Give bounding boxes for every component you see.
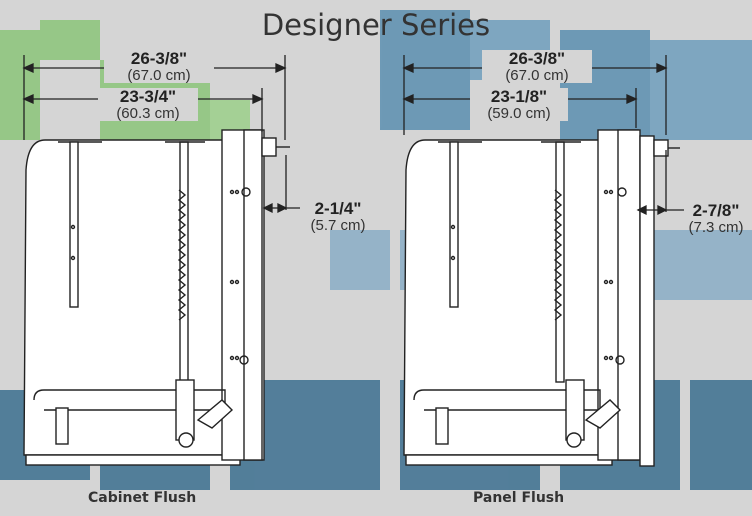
cabinet-flush-caption: Cabinet Flush	[88, 490, 197, 506]
cabinet-body-depth-inches: 23-3/4"	[119, 87, 177, 106]
cabinet-door-offset-inches: 2-1/4"	[314, 199, 362, 218]
panel-overall-depth-cm: (67.0 cm)	[505, 67, 569, 84]
cabinet-body-depth-label: 23-3/4" (60.3 cm)	[98, 88, 198, 121]
cabinet-overall-depth-inches: 26-3/8"	[130, 49, 188, 68]
panel-flush-caption: Panel Flush	[473, 490, 565, 506]
panel-overall-depth-inches: 26-3/8"	[508, 49, 566, 68]
panel-door-offset-label: 2-7/8" (7.3 cm)	[680, 202, 752, 235]
cabinet-flush-drawing	[23, 129, 290, 466]
panel-body-depth-inches: 23-1/8"	[490, 87, 548, 106]
panel-body-depth-cm: (59.0 cm)	[487, 105, 551, 122]
cabinet-door-offset-label: 2-1/4" (5.7 cm)	[300, 200, 376, 233]
cabinet-body-depth-cm: (60.3 cm)	[116, 105, 180, 122]
panel-flush-drawing	[403, 129, 680, 467]
page-title: Designer Series	[261, 8, 491, 42]
panel-body-depth-label: 23-1/8" (59.0 cm)	[470, 88, 568, 121]
panel-door-offset-cm: (7.3 cm)	[688, 219, 744, 236]
cabinet-door-offset-cm: (5.7 cm)	[310, 217, 366, 234]
panel-door-offset-inches: 2-7/8"	[692, 201, 740, 220]
cabinet-overall-depth-cm: (67.0 cm)	[127, 67, 191, 84]
cabinet-overall-depth-label: 26-3/8" (67.0 cm)	[104, 50, 214, 83]
panel-overall-depth-label: 26-3/8" (67.0 cm)	[482, 50, 592, 83]
